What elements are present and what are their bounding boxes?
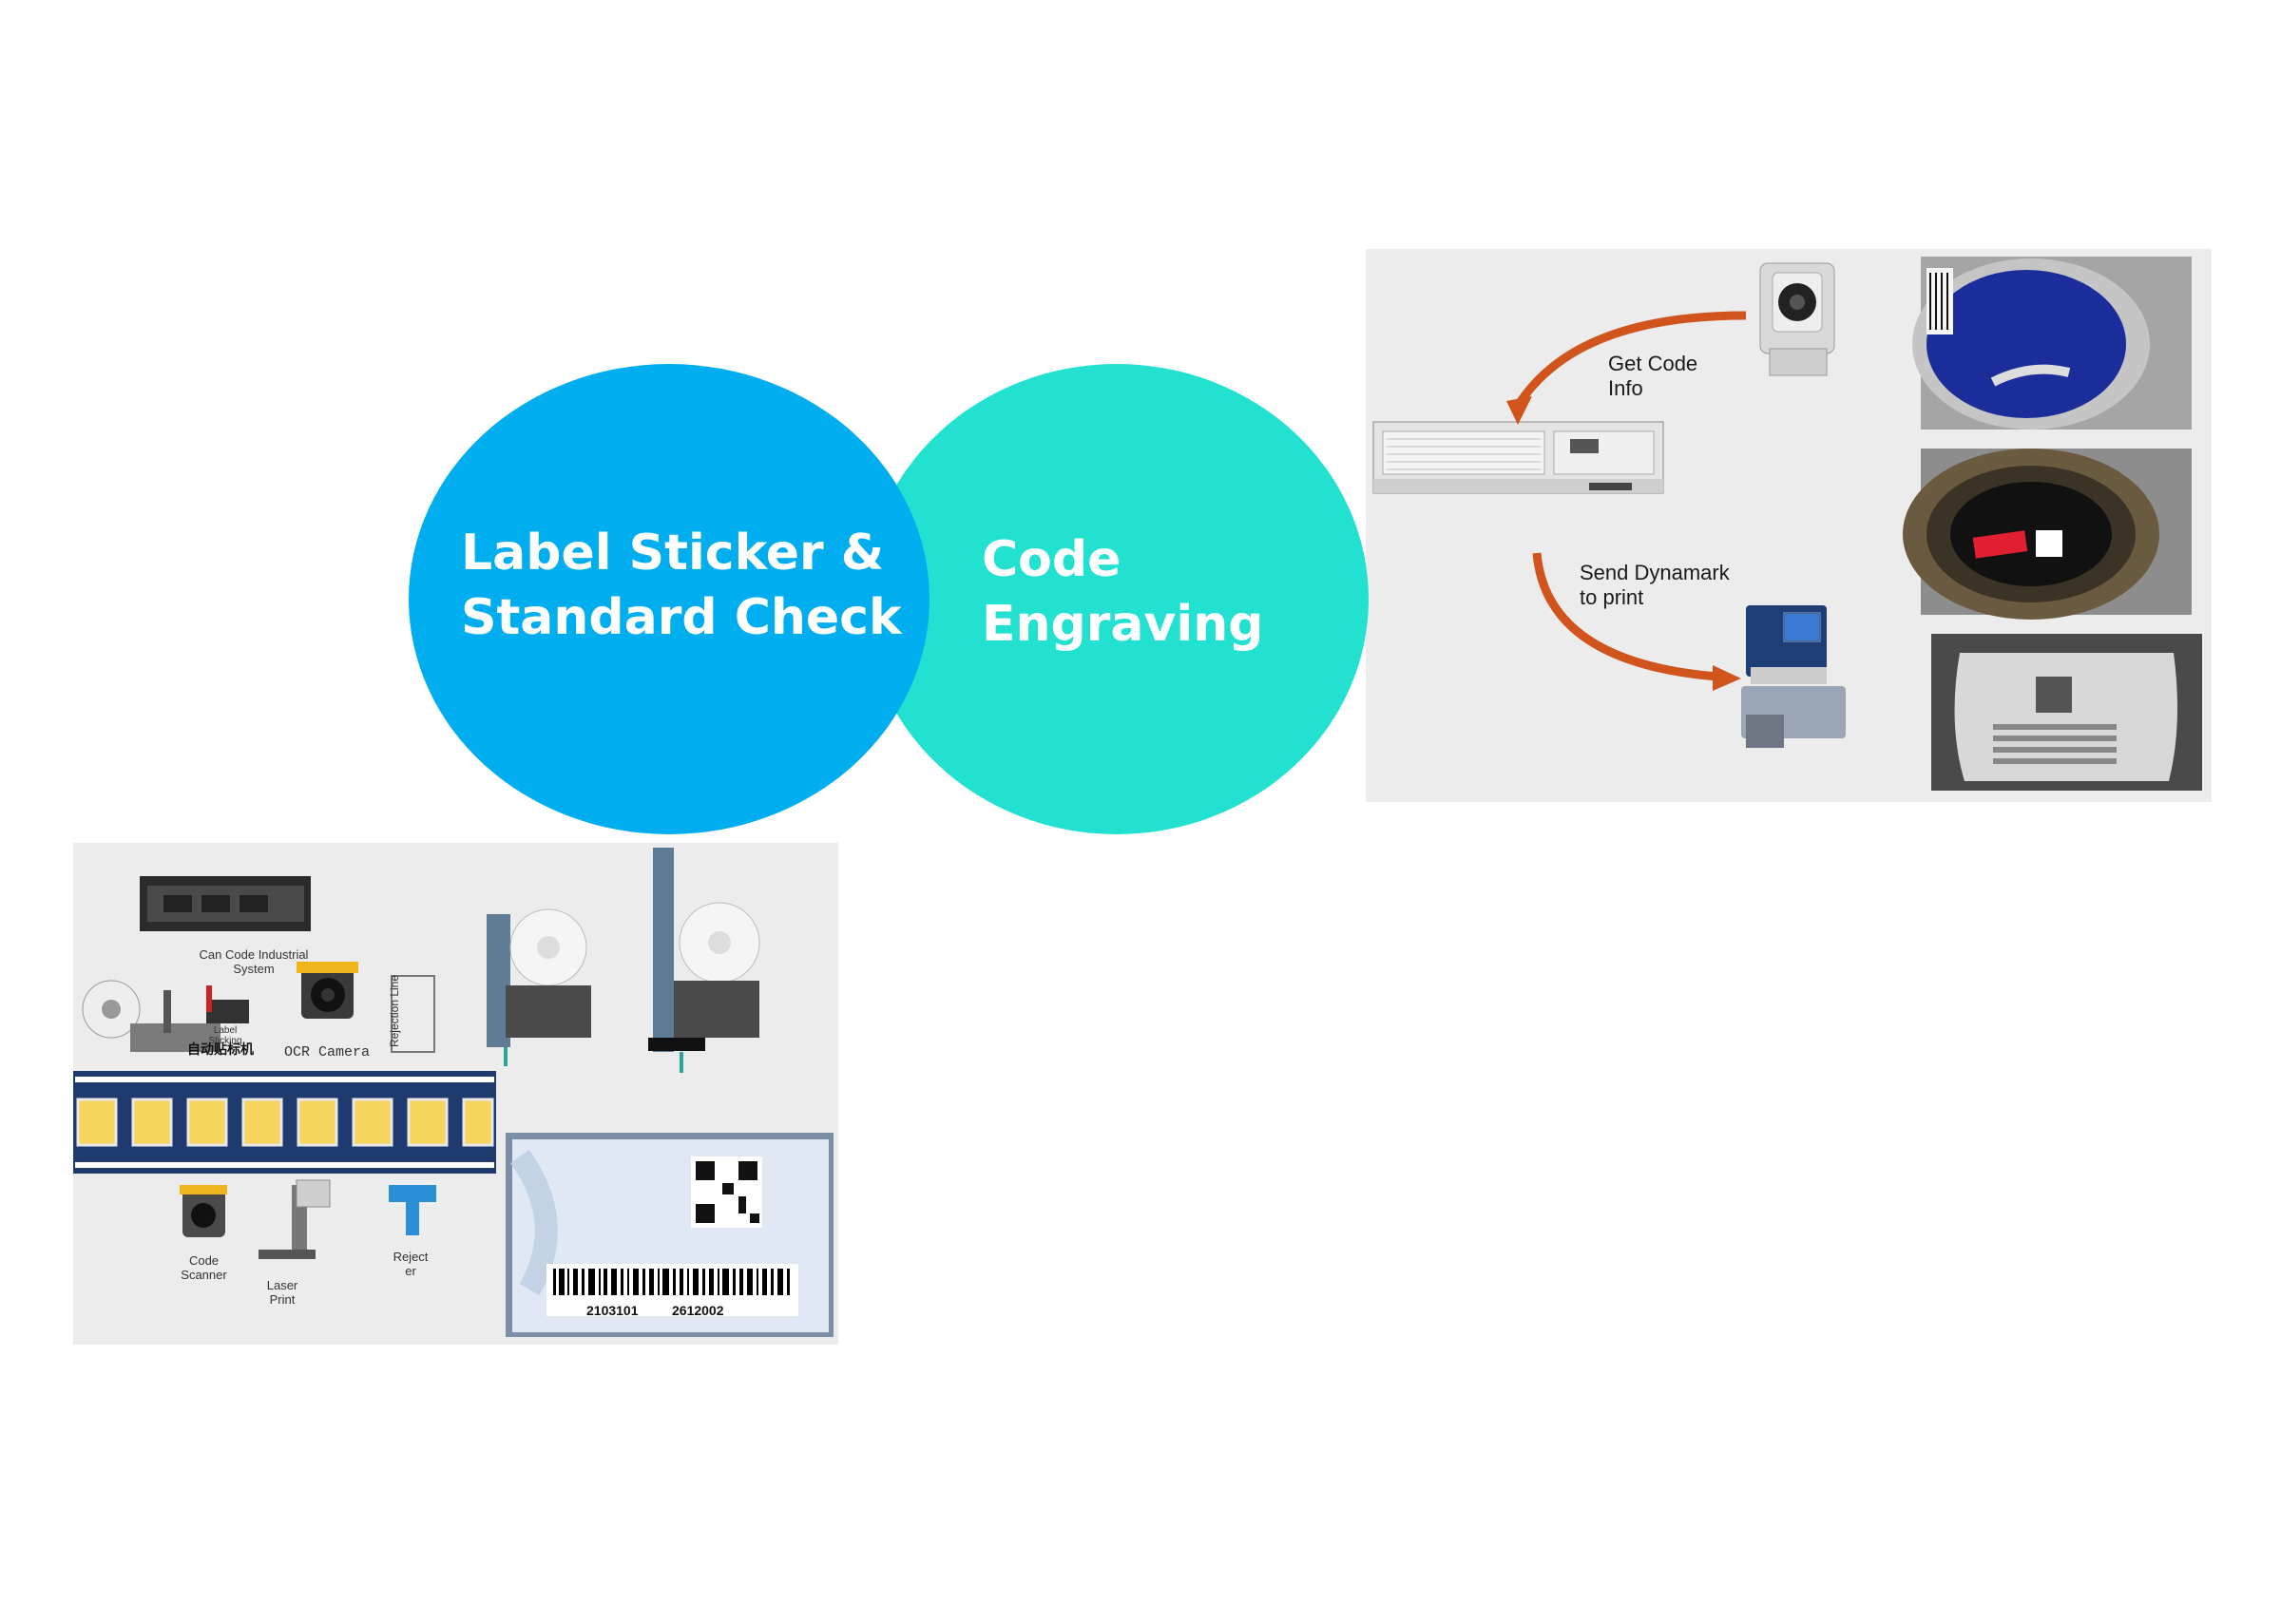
conveyor-icon [73,1071,496,1174]
ocr-camera-icon [297,962,358,1019]
label-applicator-tall-icon [648,848,760,1073]
label-sticker-title: Label Sticker & Standard Check [461,525,902,646]
barcode-number-1: 2103101 [586,1303,639,1318]
rejection-line-label: Rejection Line [388,974,402,1048]
label-line-illustration [73,848,834,1337]
laser-print-icon [259,1179,331,1259]
workflow-arrows [1514,311,1747,681]
label-sticker-machine-icon [82,980,249,1052]
dynamark-printer-icon [1741,605,1846,748]
code-scanner-icon [180,1185,227,1237]
chinese-machine-label: 自动贴标机 [187,1041,254,1057]
server-icon [140,876,311,931]
code-engraving-illustration [1372,257,2202,791]
ocr-camera-label: OCR Camera [284,1044,371,1060]
label-sticker-circle [409,364,930,834]
code-scanner-label: Code Scanner [181,1253,227,1282]
engraved-code-photo [1931,634,2202,791]
get-code-info-label: Get Code Info [1608,352,1698,400]
rejecter-icon [389,1185,436,1235]
label-sticking-label: Label Sticking [208,1025,242,1046]
system-label: Can Code Industrial System [199,947,309,976]
barcode-label-photo [506,1133,834,1337]
rejection-line-box [391,975,435,1053]
laser-print-label: Laser Print [266,1278,298,1307]
rejecter-label: Reject er [393,1250,429,1278]
arrow-head-icon [1506,396,1532,425]
code-engraving-title: Code Engraving [982,531,1264,653]
code-reader-icon [1759,262,1835,376]
can-photo-2 [1903,449,2192,620]
industrial-computer-icon [1372,421,1664,494]
label-check-panel: Can Code Industrial System Label Stickin… [73,843,838,1345]
arrow-head-icon [1713,665,1741,691]
label-applicator-icon [487,908,591,1066]
code-engraving-circle [865,364,1369,834]
barcode-number-2: 2612002 [672,1303,724,1318]
code-engraving-panel: Get Code Info Send Dynamark to print [1366,249,2212,802]
can-photo-1 [1912,257,2192,430]
send-dynamark-label: Send Dynamark to print [1580,561,1730,609]
